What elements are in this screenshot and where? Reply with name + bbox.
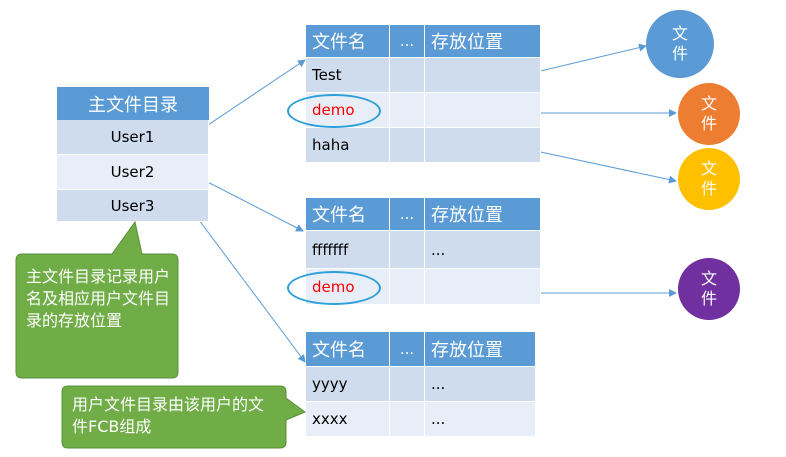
haha-file-arrow bbox=[521, 147, 677, 184]
main-dir-user2: User2 bbox=[57, 155, 209, 190]
user1-arrow bbox=[189, 59, 306, 138]
user2-file-table: 文件名 ... 存放位置 fffffff ... demo bbox=[306, 198, 541, 306]
file-loc-cell: ... bbox=[425, 231, 541, 269]
col-name-header: 文件名 bbox=[306, 25, 390, 58]
user3-file-table: 文件名 ... 存放位置 yyyy ... xxxx ... bbox=[306, 332, 536, 437]
file-name-cell: haha bbox=[306, 128, 390, 163]
main-callout-text: 主文件目录记录用户名及相应用户文件目录的存放位置 bbox=[26, 267, 171, 330]
file-loc-cell bbox=[425, 269, 541, 305]
main-dir-title: 主文件目录 bbox=[57, 87, 209, 120]
col-dots-header: ... bbox=[390, 332, 425, 367]
col-name-header: 文件名 bbox=[306, 332, 390, 367]
file-loc-cell: ... bbox=[425, 402, 536, 437]
col-loc-header: 存放位置 bbox=[425, 198, 541, 231]
col-dots-header: ... bbox=[390, 198, 425, 231]
col-name-header: 文件名 bbox=[306, 198, 390, 231]
file-dots-cell bbox=[390, 367, 425, 402]
col-loc-header: 存放位置 bbox=[425, 25, 541, 58]
file-dots-cell bbox=[390, 402, 425, 437]
file-name-cell: Test bbox=[306, 58, 390, 93]
file-dots-cell bbox=[390, 231, 425, 269]
file-loc-cell: ... bbox=[425, 367, 536, 402]
file-loc-cell bbox=[425, 128, 541, 163]
user-callout-text: 用户文件目录由该用户的文件FCB组成 bbox=[72, 395, 265, 436]
col-loc-header: 存放位置 bbox=[425, 332, 536, 367]
col-dots-header: ... bbox=[390, 25, 425, 58]
main-dir-user1: User1 bbox=[57, 120, 209, 155]
file-circle-orange: 文 件 bbox=[678, 83, 740, 145]
file-dots-cell bbox=[390, 93, 425, 128]
highlight-ellipse bbox=[287, 94, 381, 128]
file-circle-blue: 文 件 bbox=[646, 10, 714, 78]
file-name-cell: xxxx bbox=[306, 402, 390, 437]
file-loc-cell bbox=[425, 58, 541, 93]
file-dots-cell bbox=[390, 58, 425, 93]
file-name-cell: yyyy bbox=[306, 367, 390, 402]
file-name-cell: fffffff bbox=[306, 231, 390, 269]
file-dots-cell bbox=[390, 269, 425, 305]
user3-arrow bbox=[189, 207, 306, 363]
main-dir-user3: User3 bbox=[57, 190, 209, 222]
file-circle-purple: 文 件 bbox=[678, 258, 740, 320]
file-loc-cell bbox=[425, 93, 541, 128]
file-circle-yellow: 文 件 bbox=[678, 148, 740, 210]
highlight-ellipse bbox=[287, 271, 381, 305]
file-dots-cell bbox=[390, 128, 425, 163]
